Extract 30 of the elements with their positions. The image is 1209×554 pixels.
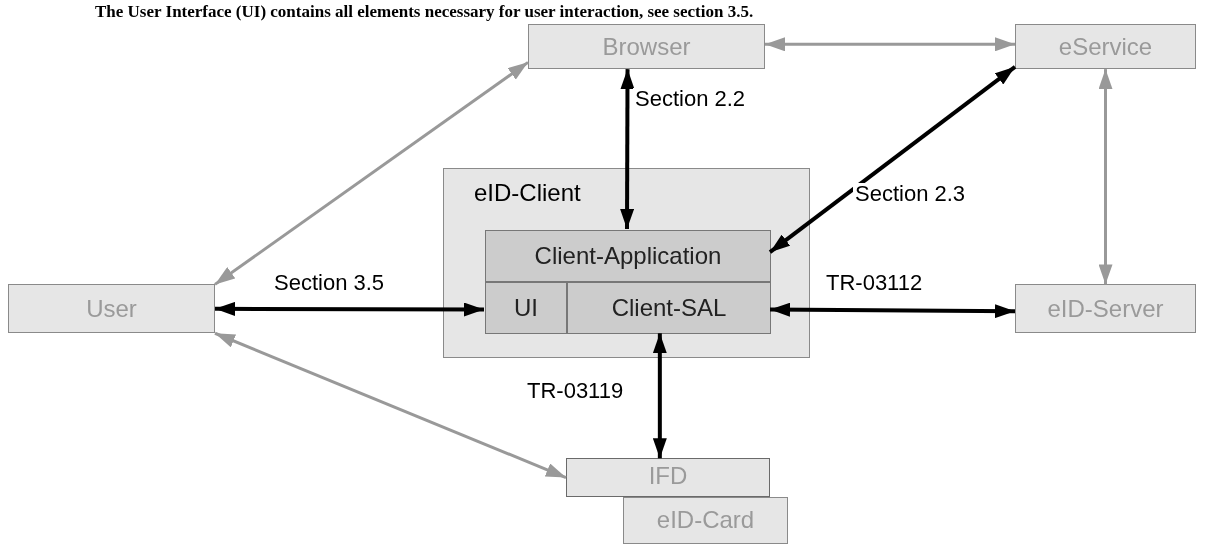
box-label: Client-SAL <box>611 295 727 320</box>
box-label: eService <box>1058 34 1153 59</box>
double-arrow <box>215 301 484 317</box>
component-box <box>8 284 215 334</box>
box-label: User <box>86 296 137 321</box>
box-label: Browser <box>602 34 691 59</box>
group-box <box>443 167 810 358</box>
module-box <box>567 281 771 335</box>
double-arrow <box>1098 69 1113 285</box>
box-label: eID-Client <box>474 180 581 205</box>
double-arrow <box>214 61 529 286</box>
double-arrow <box>652 333 667 459</box>
component-box <box>623 496 788 544</box>
double-arrow <box>770 302 1015 319</box>
component-box <box>566 458 770 497</box>
caption-text: The User Interface (UI) contains all elements necessary for user interaction, see section 3.5. <box>95 1 754 23</box>
double-arrow <box>620 69 635 229</box>
component-box <box>528 24 765 70</box>
double-arrow <box>214 331 567 479</box>
module-box <box>485 281 567 335</box>
module-box <box>485 229 771 282</box>
box-label: eID-Server <box>1047 296 1164 321</box>
double-arrow <box>768 65 1017 254</box>
component-box <box>1015 284 1196 334</box>
box-label: Client-Application <box>534 243 722 268</box>
box-label: UI <box>514 295 538 320</box>
double-arrow <box>765 37 1015 52</box>
component-box <box>1015 24 1196 70</box>
box-label: eID-Card <box>656 508 755 533</box>
box-label: IFD <box>648 464 688 492</box>
